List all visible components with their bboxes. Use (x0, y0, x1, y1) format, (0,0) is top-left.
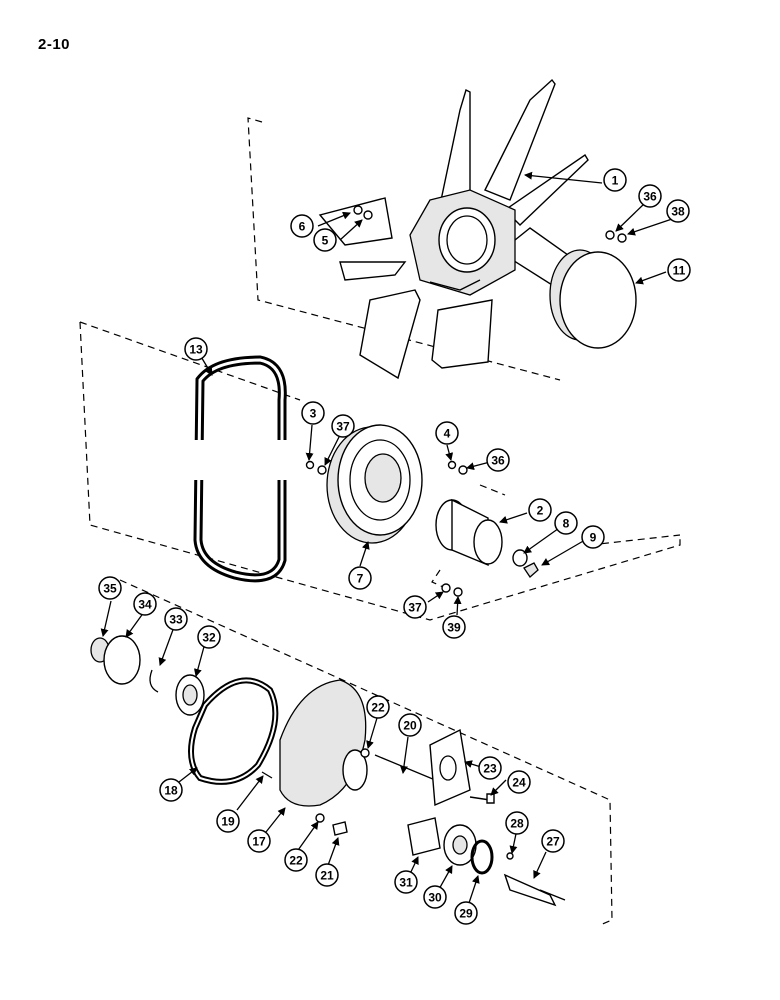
callout-label-34: 34 (138, 598, 152, 612)
callout-circle-35 (98, 576, 122, 600)
callout-circle-7 (348, 566, 372, 590)
callout-circle-31 (394, 870, 418, 894)
callout-circle-36 (486, 448, 510, 472)
callout-circle-4 (435, 421, 459, 445)
callout-circle-30 (423, 885, 447, 909)
callout-label-27: 27 (546, 835, 560, 849)
belt-13 (190, 355, 290, 583)
callout-circle-8 (554, 511, 578, 535)
callout-circle-6 (290, 214, 314, 238)
callout-label-2: 2 (537, 504, 544, 518)
callout-circle-22 (284, 848, 308, 872)
callout-label-4: 4 (444, 427, 451, 441)
callout-circle-28 (505, 811, 529, 835)
callout-circle-32 (197, 625, 221, 649)
callout-circle-29 (454, 901, 478, 925)
fan-hardware (353, 205, 373, 220)
callout-circle-11 (667, 258, 691, 282)
callout-circle-37 (403, 595, 427, 619)
callout-label-32: 32 (202, 631, 216, 645)
callout-circle-5 (313, 228, 337, 252)
callout-label-37: 37 (408, 601, 422, 615)
callout-circle-34 (133, 592, 157, 616)
shaft-group (407, 817, 566, 907)
callout-circle-33 (164, 607, 188, 631)
bracket-23 (429, 728, 495, 807)
callout-label-22: 22 (371, 701, 385, 715)
callout-circle-36 (638, 184, 662, 208)
callout-label-5: 5 (322, 234, 329, 248)
callout-circle-19 (216, 809, 240, 833)
callout-circle-1 (603, 168, 627, 192)
fan-assembly (318, 78, 589, 380)
callout-label-9: 9 (590, 531, 597, 545)
callout-circle-24 (507, 770, 531, 794)
callout-label-19: 19 (221, 815, 235, 829)
callout-circle-27 (541, 829, 565, 853)
callout-label-36: 36 (491, 454, 505, 468)
callout-label-31: 31 (399, 876, 413, 890)
callout-label-20: 20 (403, 719, 417, 733)
callout-circle-21 (315, 863, 339, 887)
callout-circle-22 (366, 695, 390, 719)
callout-label-30: 30 (428, 891, 442, 905)
callout-circle-2 (528, 498, 552, 522)
callout-label-28: 28 (510, 817, 524, 831)
callout-label-7: 7 (357, 572, 364, 586)
callout-labels: 1234567891113171819202122222324272829303… (98, 168, 691, 925)
callout-label-3: 3 (310, 407, 317, 421)
gasket-18 (188, 677, 279, 785)
callout-label-22: 22 (289, 854, 303, 868)
callout-label-37: 37 (336, 420, 350, 434)
callout-circle-39 (442, 615, 466, 639)
callout-label-11: 11 (673, 264, 686, 278)
callout-label-36: 36 (643, 190, 657, 204)
callout-label-18: 18 (164, 784, 178, 798)
callout-label-24: 24 (512, 776, 526, 790)
callout-circle-20 (398, 713, 422, 737)
callout-circle-38 (666, 199, 690, 223)
callout-label-38: 38 (671, 205, 685, 219)
callout-label-8: 8 (563, 517, 570, 531)
callout-label-17: 17 (252, 835, 266, 849)
hub-2 (435, 498, 539, 597)
callout-circle-9 (581, 525, 605, 549)
callout-label-1: 1 (612, 174, 619, 188)
callout-circle-3 (301, 401, 325, 425)
callout-label-13: 13 (189, 343, 203, 357)
callout-circle-37 (331, 414, 355, 438)
page-number: 2-10 (38, 36, 71, 53)
callout-circle-13 (184, 337, 208, 361)
callout-label-39: 39 (447, 621, 461, 635)
gear-bearing-group (90, 635, 205, 716)
callout-label-29: 29 (459, 907, 473, 921)
callout-label-23: 23 (483, 762, 497, 776)
callout-circle-18 (159, 778, 183, 802)
callout-circle-23 (478, 756, 502, 780)
pulley-7 (305, 424, 468, 544)
callout-label-33: 33 (169, 613, 183, 627)
cover-17 (279, 679, 441, 836)
fan-drive-11 (549, 230, 637, 349)
callout-circle-17 (247, 829, 271, 853)
callout-label-21: 21 (320, 869, 334, 883)
callout-label-35: 35 (103, 582, 117, 596)
callout-label-6: 6 (299, 220, 306, 234)
